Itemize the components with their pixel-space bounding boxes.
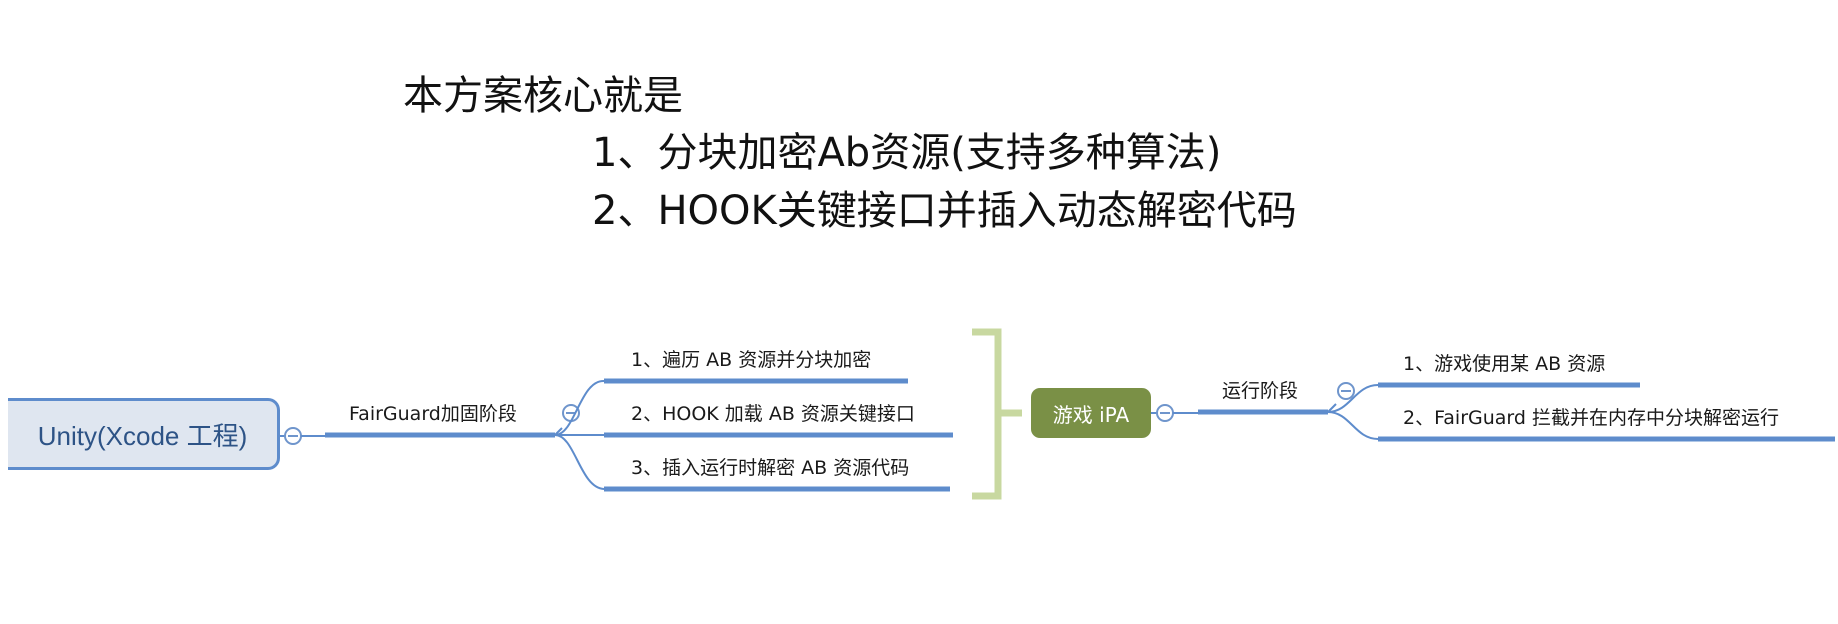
left-item-2[interactable]: 2、HOOK 加载 AB 资源关键接口 <box>631 403 915 425</box>
left-item-3[interactable]: 3、插入运行时解密 AB 资源代码 <box>631 457 910 479</box>
left-item-1[interactable]: 1、遍历 AB 资源并分块加密 <box>631 349 872 371</box>
branch-label-runtime[interactable]: 运行阶段 <box>1222 380 1299 402</box>
collapse-icon[interactable] <box>1156 404 1174 422</box>
branch-curve <box>1327 411 1379 440</box>
header-point-2: 2、HOOK关键接口并插入动态解密代码 <box>592 188 1297 234</box>
branch-curve <box>554 434 605 490</box>
collapse-icon[interactable] <box>1337 382 1355 400</box>
right-item-1[interactable]: 1、游戏使用某 AB 资源 <box>1403 353 1606 375</box>
header-title: 本方案核心就是 <box>403 73 683 119</box>
right-item-2[interactable]: 2、FairGuard 拦截并在内存中分块解密运行 <box>1403 407 1779 429</box>
branch-curve <box>554 379 605 436</box>
collapse-icon[interactable] <box>284 427 302 445</box>
header-point-1: 1、分块加密Ab资源(支持多种算法) <box>592 130 1222 176</box>
branch-label-fairguard[interactable]: FairGuard加固阶段 <box>349 403 517 425</box>
collapse-icon[interactable] <box>562 404 580 422</box>
summary-bracket <box>972 328 1022 500</box>
ipa-node[interactable]: 游戏 iPA <box>1031 388 1151 438</box>
root-node[interactable]: Unity(Xcode 工程) <box>8 398 280 470</box>
branch-curve <box>1327 384 1379 413</box>
